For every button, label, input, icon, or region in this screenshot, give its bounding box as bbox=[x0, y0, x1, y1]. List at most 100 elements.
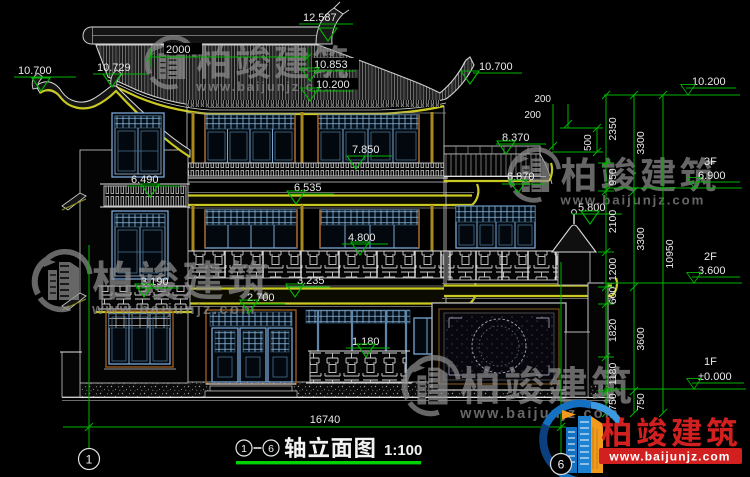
marker-railing-top: 1.180 bbox=[346, 336, 390, 358]
chain-inner-2: 2100 bbox=[607, 210, 619, 234]
floor-label-3f: 3F 6.900 bbox=[604, 156, 742, 189]
annex-window-2f bbox=[455, 205, 536, 249]
marker-right-eave: 10.700 bbox=[460, 61, 522, 85]
tower-window-2f bbox=[111, 210, 169, 280]
marker-value: 10.729 bbox=[97, 62, 131, 74]
title-axis-end: 6 bbox=[268, 443, 274, 455]
axis-1-number: 1 bbox=[86, 453, 93, 467]
tower-window-1f bbox=[104, 310, 176, 370]
axis-6-bubble: 6 bbox=[549, 452, 573, 476]
marker-annex-parapet: 8.370 bbox=[496, 132, 546, 155]
axis-1: 1 bbox=[77, 245, 101, 471]
floor-label-1f: 1F ±0.000 bbox=[604, 356, 746, 390]
chain-inner-1: 950 bbox=[607, 168, 619, 186]
tower-window-3f bbox=[111, 112, 165, 178]
footer-logo-banner bbox=[599, 448, 742, 464]
dimensions: 12.587 10.700 10.729 10.853 10.200 10.70… bbox=[14, 12, 746, 471]
left-garden-wall bbox=[60, 351, 82, 398]
marker-ridge-left-upper: 10.853 bbox=[300, 58, 359, 82]
footer-logo-website: www.baijunjz.com bbox=[608, 450, 730, 464]
chain-inner-6: 1180 bbox=[607, 363, 619, 386]
balcony-railing-2f bbox=[180, 250, 446, 279]
title-underline bbox=[236, 461, 421, 465]
floor-label-2f: 2F 3.600 bbox=[604, 251, 742, 284]
marker-value: 3.235 bbox=[297, 275, 325, 287]
window-posts-2f bbox=[204, 210, 420, 248]
chain-inner-7: 750 bbox=[607, 393, 619, 411]
right-annex bbox=[431, 145, 619, 398]
marker-balcony-slab: 3.235 bbox=[285, 275, 330, 298]
marker-value: 6.870 bbox=[507, 171, 535, 183]
marker-ridge-left-lower: 10.200 bbox=[300, 78, 358, 102]
annex-railing bbox=[446, 250, 560, 281]
marker-value: 1.180 bbox=[352, 336, 380, 348]
chain-outer-0: 10950 bbox=[664, 239, 676, 268]
chain-inner-3: 1200 bbox=[607, 258, 619, 282]
right-datum-top: 10.200 bbox=[604, 76, 740, 96]
dim-2000: 2000 bbox=[145, 43, 313, 67]
eave-rafter-ticks bbox=[186, 100, 440, 107]
marker-2f-eave: 6.535 bbox=[286, 182, 334, 205]
axis-6-number: 6 bbox=[558, 458, 565, 472]
floor-elevation: 3.600 bbox=[698, 265, 726, 277]
tower-corbel-band bbox=[100, 183, 190, 208]
marker-tower-slab: 3.190 bbox=[134, 276, 179, 298]
marker-value: 10.700 bbox=[18, 65, 52, 77]
marker-value: 7.850 bbox=[352, 144, 380, 156]
marker-pavilion-top: 5.800 bbox=[572, 202, 622, 225]
eave-fascia-yellow bbox=[109, 83, 445, 116]
pavilion-cap bbox=[550, 209, 598, 286]
left-tower bbox=[31, 69, 192, 398]
marker-value: 2.700 bbox=[247, 292, 275, 304]
floor-label: 1F bbox=[704, 356, 717, 368]
chain-mid-3: 750 bbox=[635, 393, 647, 411]
chain-mid-1: 3300 bbox=[635, 227, 647, 251]
columns-2f bbox=[191, 205, 434, 251]
porch-veranda bbox=[305, 309, 412, 384]
marker-porch-eave: 2.700 bbox=[239, 292, 285, 314]
marker-value: 10.200 bbox=[316, 79, 350, 91]
dim-2000-value: 2000 bbox=[166, 44, 190, 56]
floor-label: 2F bbox=[704, 251, 717, 263]
ridge-left-curl bbox=[82, 26, 93, 45]
marker-ridge-value: 12.587 bbox=[303, 12, 337, 24]
chain-mid-2: 3600 bbox=[635, 327, 647, 351]
window-group-3f-left bbox=[204, 114, 296, 164]
window-group-3f-right bbox=[317, 114, 420, 164]
chain-inner-5: 1820 bbox=[607, 319, 619, 343]
entrance-steps bbox=[204, 385, 298, 398]
floor-elevation: 6.900 bbox=[698, 170, 726, 182]
ridge-ornament-fork bbox=[333, 1, 350, 15]
marker-value: 10.853 bbox=[314, 59, 348, 71]
marker-value: 6.535 bbox=[294, 182, 322, 194]
floor-elevation: ±0.000 bbox=[698, 371, 732, 383]
eave-line bbox=[107, 79, 447, 111]
marker-value: 3.190 bbox=[141, 276, 169, 288]
window-group-2f-left bbox=[204, 209, 298, 249]
dim-chain-outer: 10950 bbox=[658, 90, 676, 418]
moon-gate-wall bbox=[431, 302, 567, 391]
dim-chain-inner: 2350 950 2100 1200 600 1820 1180 750 bbox=[598, 90, 619, 418]
chain-mid-0: 3300 bbox=[635, 131, 647, 155]
marker-value: 10.700 bbox=[479, 61, 513, 73]
marker-annex-eave: 6.870 bbox=[502, 171, 545, 194]
marker-value: 6.490 bbox=[131, 174, 159, 186]
dim-parapet-steps: 200 200 500 bbox=[524, 94, 603, 157]
marker-ridge: 12.587 bbox=[299, 12, 353, 42]
eave-band-2f bbox=[176, 183, 480, 209]
marker-value: 8.370 bbox=[502, 132, 530, 144]
entrance-door bbox=[205, 309, 297, 385]
marker-value: 4.800 bbox=[348, 232, 376, 244]
building-elevation bbox=[31, 1, 619, 401]
rafter-band-2f-roof bbox=[183, 162, 447, 177]
marker-veranda-rail: 4.800 bbox=[342, 232, 388, 256]
marker-tower-band: 6.490 bbox=[127, 174, 180, 198]
title-axis-start: 1 bbox=[241, 443, 247, 455]
drawing-title: 1 6 1:100 bbox=[235, 436, 422, 465]
window-posts-3f bbox=[204, 115, 420, 163]
chain-inner-0: 2350 bbox=[607, 117, 619, 141]
dim-500: 500 bbox=[583, 134, 594, 151]
marker-left-eave-outer: 10.700 bbox=[14, 65, 76, 92]
